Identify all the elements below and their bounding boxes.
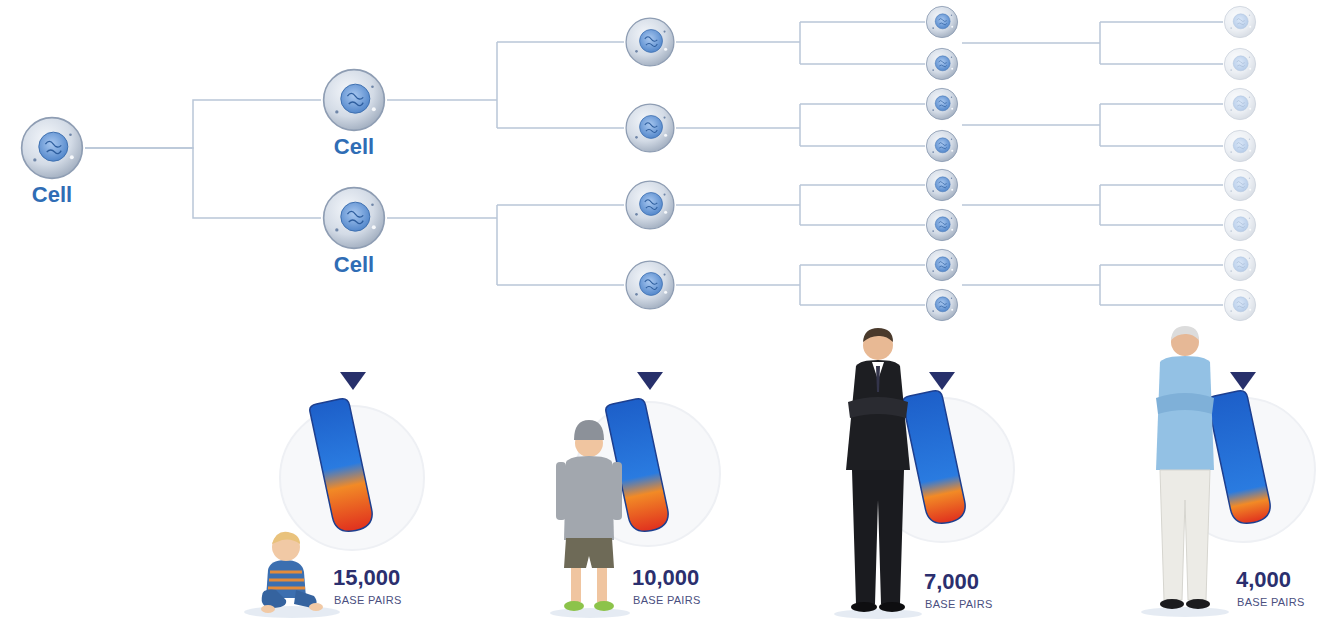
unit-label: BASE PAIRS [633,594,701,606]
baby-figure [261,532,323,613]
cell-circle [321,185,387,251]
unit-label: BASE PAIRS [334,594,402,606]
cell-circle [19,115,85,181]
boy-figure [556,420,622,611]
division-line [85,148,321,218]
cell-label: Cell [334,135,374,159]
cell-node: Cell [19,115,85,207]
floor-shadows [244,606,1229,619]
cell-label: Cell [32,183,72,207]
cell-label: Cell [334,253,374,277]
unit-label: BASE PAIRS [925,598,993,610]
businessman-figure [846,328,910,612]
division-lines [387,22,1223,305]
stage-markers [340,372,1256,390]
cell-node: Cell [321,67,387,159]
cell-circle [321,67,387,133]
unit-label: BASE PAIRS [1237,596,1305,608]
telomere [309,389,1274,534]
telomere-length: 10,000 [632,566,699,590]
division-line [85,100,321,148]
cell-node: Cell [321,185,387,277]
daughter-cells [626,6,958,320]
old-man-figure [1156,326,1214,609]
telomere-length: 7,000 [924,570,979,594]
telomere-length: 15,000 [333,566,400,590]
faded-cells [1224,6,1255,320]
telomere-length: 4,000 [1236,568,1291,592]
